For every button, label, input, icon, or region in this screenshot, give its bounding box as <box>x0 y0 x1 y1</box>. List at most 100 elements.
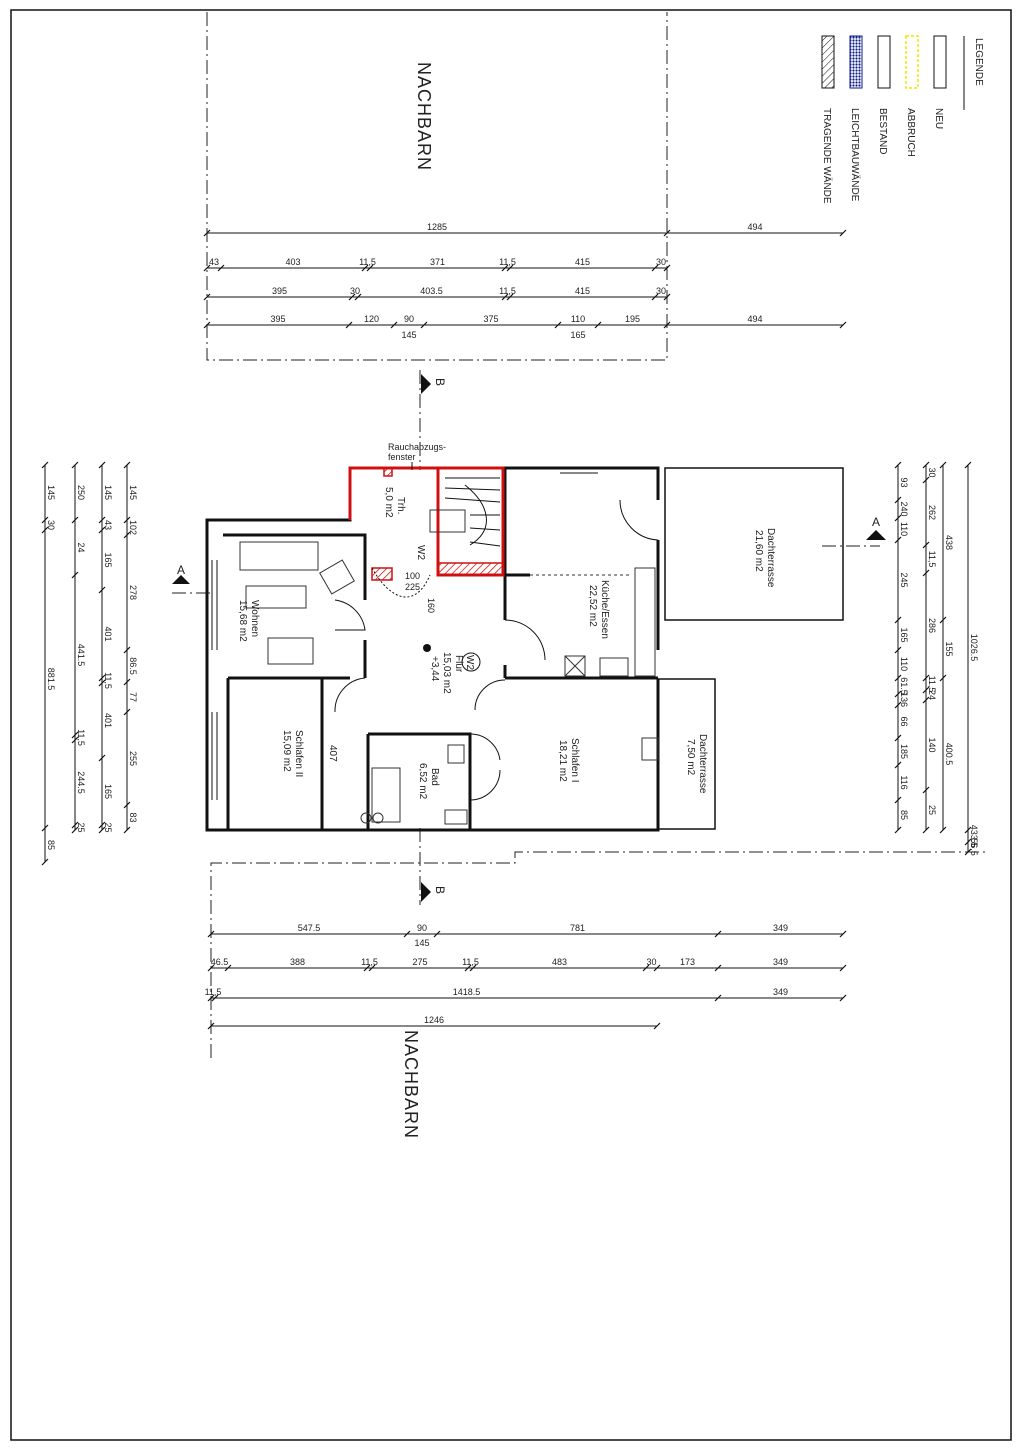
stair-v3: 160 <box>426 598 436 613</box>
dim-bot-row3-label: 349 <box>773 987 788 997</box>
dim-top-row3-label: 11,5 <box>499 286 516 296</box>
dim-top-row4-label: 375 <box>483 314 498 324</box>
stair-tag: W2 <box>415 545 426 560</box>
section-line-a: A A <box>172 515 886 594</box>
dim-bot-row2-label: 46.5 <box>211 957 229 967</box>
furniture <box>239 541 659 825</box>
dim-right-col3-label: 438 <box>944 535 954 550</box>
dim-left-col2-label: 11,5 <box>76 729 86 746</box>
smoke-vent-line2: fenster <box>388 452 416 462</box>
dim-top-row2-label: 30 <box>656 257 666 267</box>
room-flur-level: +3,44 <box>429 656 440 682</box>
dim-top-row3-label: 395 <box>272 286 287 296</box>
dim-bot-row2-label: 30 <box>646 957 656 967</box>
dim-left-col2-label: 441.5 <box>76 644 86 667</box>
dim-left-col3-label: 43 <box>103 520 113 530</box>
dim-left-col3-label: 11,5 <box>103 672 113 689</box>
room-schlafen1-area: 18,21 m2 <box>557 740 568 782</box>
dim-bot-row2-label: 483 <box>552 957 567 967</box>
dim-left-col4-label: 77 <box>128 692 138 702</box>
level-marker-icon <box>423 644 431 652</box>
dim-right-col1-label: 116 <box>899 775 909 789</box>
dim-top-row4-label: 494 <box>747 314 762 324</box>
dim-right-col1-label: 110 <box>899 522 909 536</box>
section-b-top: B <box>433 378 447 386</box>
dim-top-row4-sub-label: 165 <box>570 330 585 340</box>
room-dt2-area: 7,50 m2 <box>685 739 696 776</box>
dim-right-col1-label: 240 <box>899 501 909 516</box>
dim-bot-row1-label: 547.5 <box>298 923 321 933</box>
legend-label-abbruch: ABBRUCH <box>905 108 916 157</box>
dim-top-row2-label: 43 <box>209 257 219 267</box>
dim-bot-row2-label: 11,5 <box>462 957 479 967</box>
dim-right-col4-label: 1026.5 <box>969 634 979 662</box>
staircase <box>348 466 505 598</box>
stair-v2: 225 <box>405 582 420 592</box>
wall-length-note: 407 <box>327 745 338 762</box>
dim-left-col4-label: 102 <box>128 520 138 535</box>
section-a-right: A <box>872 515 880 529</box>
neighbor-top: NACHBARN <box>206 12 668 361</box>
dim-bot-row2-label: 11,5 <box>361 957 378 967</box>
dim-right-col1-label: 93 <box>899 477 909 487</box>
dim-left-col2-label: 25 <box>76 822 86 832</box>
dim-right-col1-label: 185 <box>899 744 909 759</box>
dim-right-col2-label: 11,5 <box>927 676 937 693</box>
smoke-vent-line1: Rauchabzugs- <box>388 442 446 452</box>
dim-top-row1-label: 1285 <box>427 222 447 232</box>
legend-swatch-leichtbau <box>849 35 863 89</box>
room-flur-name: Flur <box>453 655 464 673</box>
dim-right-col2-label: 11,5 <box>927 551 937 568</box>
dim-left-col2-label: 24 <box>76 542 86 552</box>
dim-right-col2-label: 24 <box>927 690 937 700</box>
room-dt1-area: 21,60 m2 <box>753 530 764 572</box>
dim-top-row4-label: 120 <box>364 314 379 324</box>
dim-right-col1-label: 66 <box>899 716 909 726</box>
dim-bot-row2-label: 349 <box>773 957 788 967</box>
room-kueche-area: 22,52 m2 <box>587 585 598 627</box>
room-dt2-name: Dachterrasse <box>697 734 708 794</box>
neighbor-bottom-label: NACHBARN <box>401 1030 421 1139</box>
dim-top-row4-label: 395 <box>270 314 285 324</box>
sheet-border <box>10 9 1012 1441</box>
dim-bot-row1-label: 349 <box>773 923 788 933</box>
dim-right-col4-label: 56.5 <box>969 838 979 856</box>
room-schlafen2-area: 15,09 m2 <box>281 730 292 772</box>
section-line-b: B B <box>419 370 447 905</box>
dim-right-col3-label: 400.5 <box>944 743 954 766</box>
dim-top-row3-label: 403.5 <box>420 286 443 296</box>
dim-top-row2-label: 403 <box>285 257 300 267</box>
room-schlafen2-name: Schlafen II <box>293 730 304 777</box>
dim-right-col2-label: 30 <box>927 467 937 477</box>
neighbor-top-label: NACHBARN <box>414 62 434 171</box>
dim-top-row4-label: 195 <box>625 314 640 324</box>
dim-top-row4-label: 110 <box>571 314 585 324</box>
building-walls <box>205 466 660 832</box>
dim-top-row2-label: 415 <box>575 257 590 267</box>
dim-right-col2-label: 286 <box>927 618 937 633</box>
legend-label-bestand: BESTAND <box>877 108 888 155</box>
dim-left-col4-label: 83 <box>128 812 138 822</box>
dim-right-col3-label: 155 <box>944 641 954 656</box>
room-kueche-name: Küche/Essen <box>599 580 610 639</box>
dim-top-row3-label: 415 <box>575 286 590 296</box>
dim-left-col3-label: 401 <box>103 626 113 641</box>
dim-top-row4-sub-label: 145 <box>401 330 416 340</box>
room-wohnen-area: 15,68 m2 <box>237 600 248 642</box>
dim-top-row2-label: 11,5 <box>359 257 376 267</box>
dim-left-col3-label: 145 <box>103 485 113 500</box>
dim-top-row1-label: 494 <box>747 222 762 232</box>
room-flur-area: 15,03 m2 <box>441 652 452 694</box>
room-trh-name: Trh. <box>395 497 406 514</box>
dim-right-col1-label: 136 <box>899 692 909 707</box>
dim-right-col1-label: 165 <box>899 627 909 642</box>
dim-left-col1-label: 881.5 <box>46 668 56 691</box>
dim-left-col1-label: 85 <box>46 840 56 850</box>
section-a-left: A <box>177 563 185 577</box>
neighbor-bottom: NACHBARN <box>210 851 985 1139</box>
dim-left-col4-label: 145 <box>128 485 138 500</box>
dim-right-col1-label: 85 <box>899 810 909 820</box>
legend-label-neu: NEU <box>933 108 944 129</box>
